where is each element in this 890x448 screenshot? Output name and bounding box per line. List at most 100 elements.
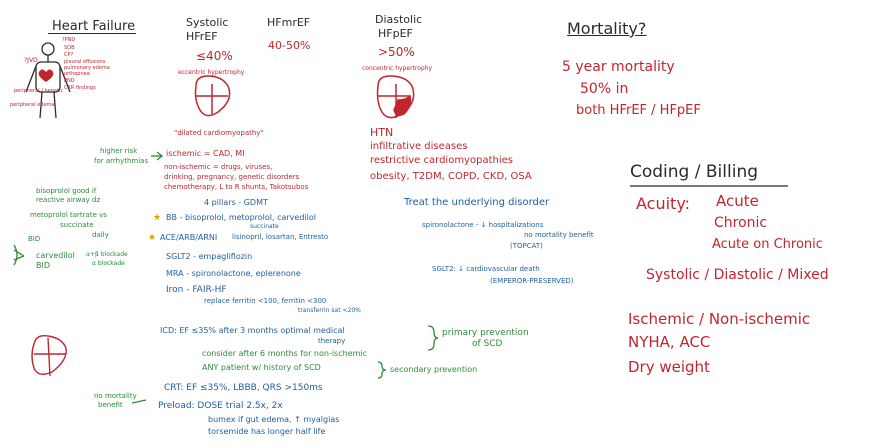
symptom-5: pulmonary edema [64, 65, 110, 71]
concentric-label: concentric hypertrophy [362, 65, 433, 72]
nonischemic-3: chemotherapy, L to R shunts, Takotsubos [164, 183, 309, 191]
symptom-4: pleural effusions [64, 59, 106, 65]
eccentric-label: eccentric hypertrophy [178, 69, 245, 76]
hfref-label: HFrEF [186, 30, 218, 43]
icd-therapy: therapy [318, 337, 346, 345]
sglt2-pef-label: SGLT2: ↓ cardiovascular death [432, 265, 540, 273]
diastolic-heart-icon [376, 75, 415, 119]
higher-risk-1: higher risk [100, 147, 138, 155]
symptom-2: SOB [64, 45, 75, 51]
bb-succinate: succinate [250, 223, 279, 230]
heart-failure-title: Heart Failure [52, 19, 136, 34]
metoprolol-note-1: metoprolol tartrate vs [30, 211, 107, 219]
emperor-label: (EMPEROR-PRESERVED) [490, 277, 574, 285]
mra-label: MRA - spironolactone, eplerenone [166, 269, 301, 278]
nonischemic-1: non-ischemic = drugs, viruses, [164, 163, 273, 171]
mortality-line-3: both HFrEF / HFpEF [576, 103, 701, 118]
no-mortality-1: no mortality [94, 392, 137, 400]
arrow-head-icon [156, 151, 164, 161]
icd-consider: consider after 6 months for non-ischemic [202, 349, 368, 358]
iron-replace: replace ferritin <100, ferritin <300 [204, 297, 327, 305]
dry-weight: Dry weight [628, 358, 710, 376]
title-underline [48, 33, 136, 34]
iron-label: Iron - FAIR-HF [166, 285, 227, 295]
pillars-label: 4 pillars - GDMT [204, 198, 268, 207]
bisoprolol-note-1: bisoprolol good if [36, 187, 97, 195]
hfmref-ef: 40-50% [268, 39, 311, 52]
hfpef-label: HFpEF [378, 27, 413, 40]
carvedilol-a: α blockade [92, 260, 125, 267]
brace-icon [377, 361, 387, 379]
nyha-acc: NYHA, ACC [628, 333, 711, 351]
spiro-line-3: (TOPCAT) [510, 242, 543, 250]
systolic-diastolic-mixed: Systolic / Diastolic / Mixed [646, 267, 829, 283]
bid-note: BID [28, 235, 41, 243]
jvd-label: ?JVD [24, 57, 38, 64]
chronic-label: Chronic [714, 215, 768, 231]
primary-prevention: primary prevention [442, 328, 529, 338]
icd-any: ANY patient w/ history of SCD [202, 363, 321, 372]
carvedilol-note: carvedilol [36, 251, 75, 260]
ischemic-nonischemic: Ischemic / Non-ischemic [628, 310, 811, 328]
dilated-label: "dilated cardiomyopathy" [174, 129, 264, 137]
bb-label: BB - bisoprolol, metoprolol, carvedilol [166, 213, 316, 222]
small-heart-icon [31, 334, 67, 377]
ascites-label: peripheral / hepatic [14, 88, 64, 94]
ace-drugs: lisinopril, losartan, Entresto [232, 233, 329, 241]
acuity-label: Acuity: [636, 194, 691, 213]
star-icon: ★ [153, 213, 162, 223]
bracket-icon [13, 249, 25, 261]
spiro-label: spironolactone - ↓ hospitalizations [422, 221, 544, 229]
higher-risk-2: for arrhythmias [94, 157, 149, 165]
systolic-ef: ≤40% [196, 49, 233, 63]
no-mortality-2: benefit [98, 401, 123, 409]
mortality-title: Mortality? [567, 19, 647, 38]
ace-label: ACE/ARB/ARNI [160, 233, 218, 242]
systolic-heart-icon [194, 75, 231, 117]
nonischemic-2: drinking, pregnancy, genetic disorders [164, 173, 300, 181]
sglt2-label: SGLT2 - empagliflozin [166, 252, 253, 261]
heart-icon [38, 69, 54, 82]
bracket-icon [13, 244, 18, 266]
bisoprolol-note-2: reactive airway dz [36, 196, 101, 204]
star-icon: ★ [148, 233, 157, 243]
primary-of-scd: of SCD [472, 339, 503, 349]
hfmref-title: HFmrEF [267, 16, 311, 29]
icd-label: ICD: EF ≤35% after 3 months optimal medi… [160, 326, 345, 335]
secondary-prevention: secondary prevention [390, 365, 478, 374]
obesity-label: obesity, T2DM, COPD, CKD, OSA [370, 171, 532, 182]
carvedilol-ab: α+β blockade [86, 251, 128, 258]
acute-on-chronic-label: Acute on Chronic [712, 237, 823, 252]
symptom-6: orthopnea [64, 71, 90, 77]
symptom-1: ?PND [62, 37, 76, 43]
systolic-title: Systolic [186, 16, 229, 29]
spiro-line-2: no mortality benefit [524, 231, 594, 239]
carvedilol-bid: BID [36, 261, 51, 270]
symptom-7: PND [64, 78, 75, 84]
bumex-label: bumex if gut edema, ↑ myalgias [208, 415, 340, 424]
restrictive-label: restrictive cardiomyopathies [370, 155, 513, 166]
torsemide-label: torsemide has longer half life [208, 427, 326, 436]
treat-underlying: Treat the underlying disorder [404, 197, 550, 208]
mortality-line-2: 50% in [580, 81, 629, 97]
brace-icon [427, 325, 439, 351]
metoprolol-note-2: succinate [60, 221, 94, 229]
symptom-3: CP? [64, 52, 74, 58]
diastolic-ef: >50% [378, 45, 415, 59]
htn-label: HTN [370, 126, 394, 139]
edema-label: peripheral edema [10, 102, 55, 108]
coding-title: Coding / Billing [630, 162, 759, 182]
acute-label: Acute [716, 192, 759, 210]
preload-label: Preload: DOSE trial 2.5x, 2x [158, 401, 283, 411]
stick-figure-icon [25, 42, 71, 119]
diastolic-title: Diastolic [375, 13, 423, 26]
metoprolol-note-3: daily [92, 231, 109, 239]
symptom-8: CXR findings [64, 85, 96, 91]
iron-sat: transferrin sat <20% [298, 307, 361, 314]
crt-label: CRT: EF ≤35%, LBBB, QRS >150ms [164, 383, 323, 393]
arrow-icon [131, 399, 147, 404]
mortality-line-1: 5 year mortality [562, 59, 675, 75]
ischemic-label: ischemic = CAD, MI [166, 149, 245, 158]
infiltrative-label: infiltrative diseases [370, 141, 468, 152]
